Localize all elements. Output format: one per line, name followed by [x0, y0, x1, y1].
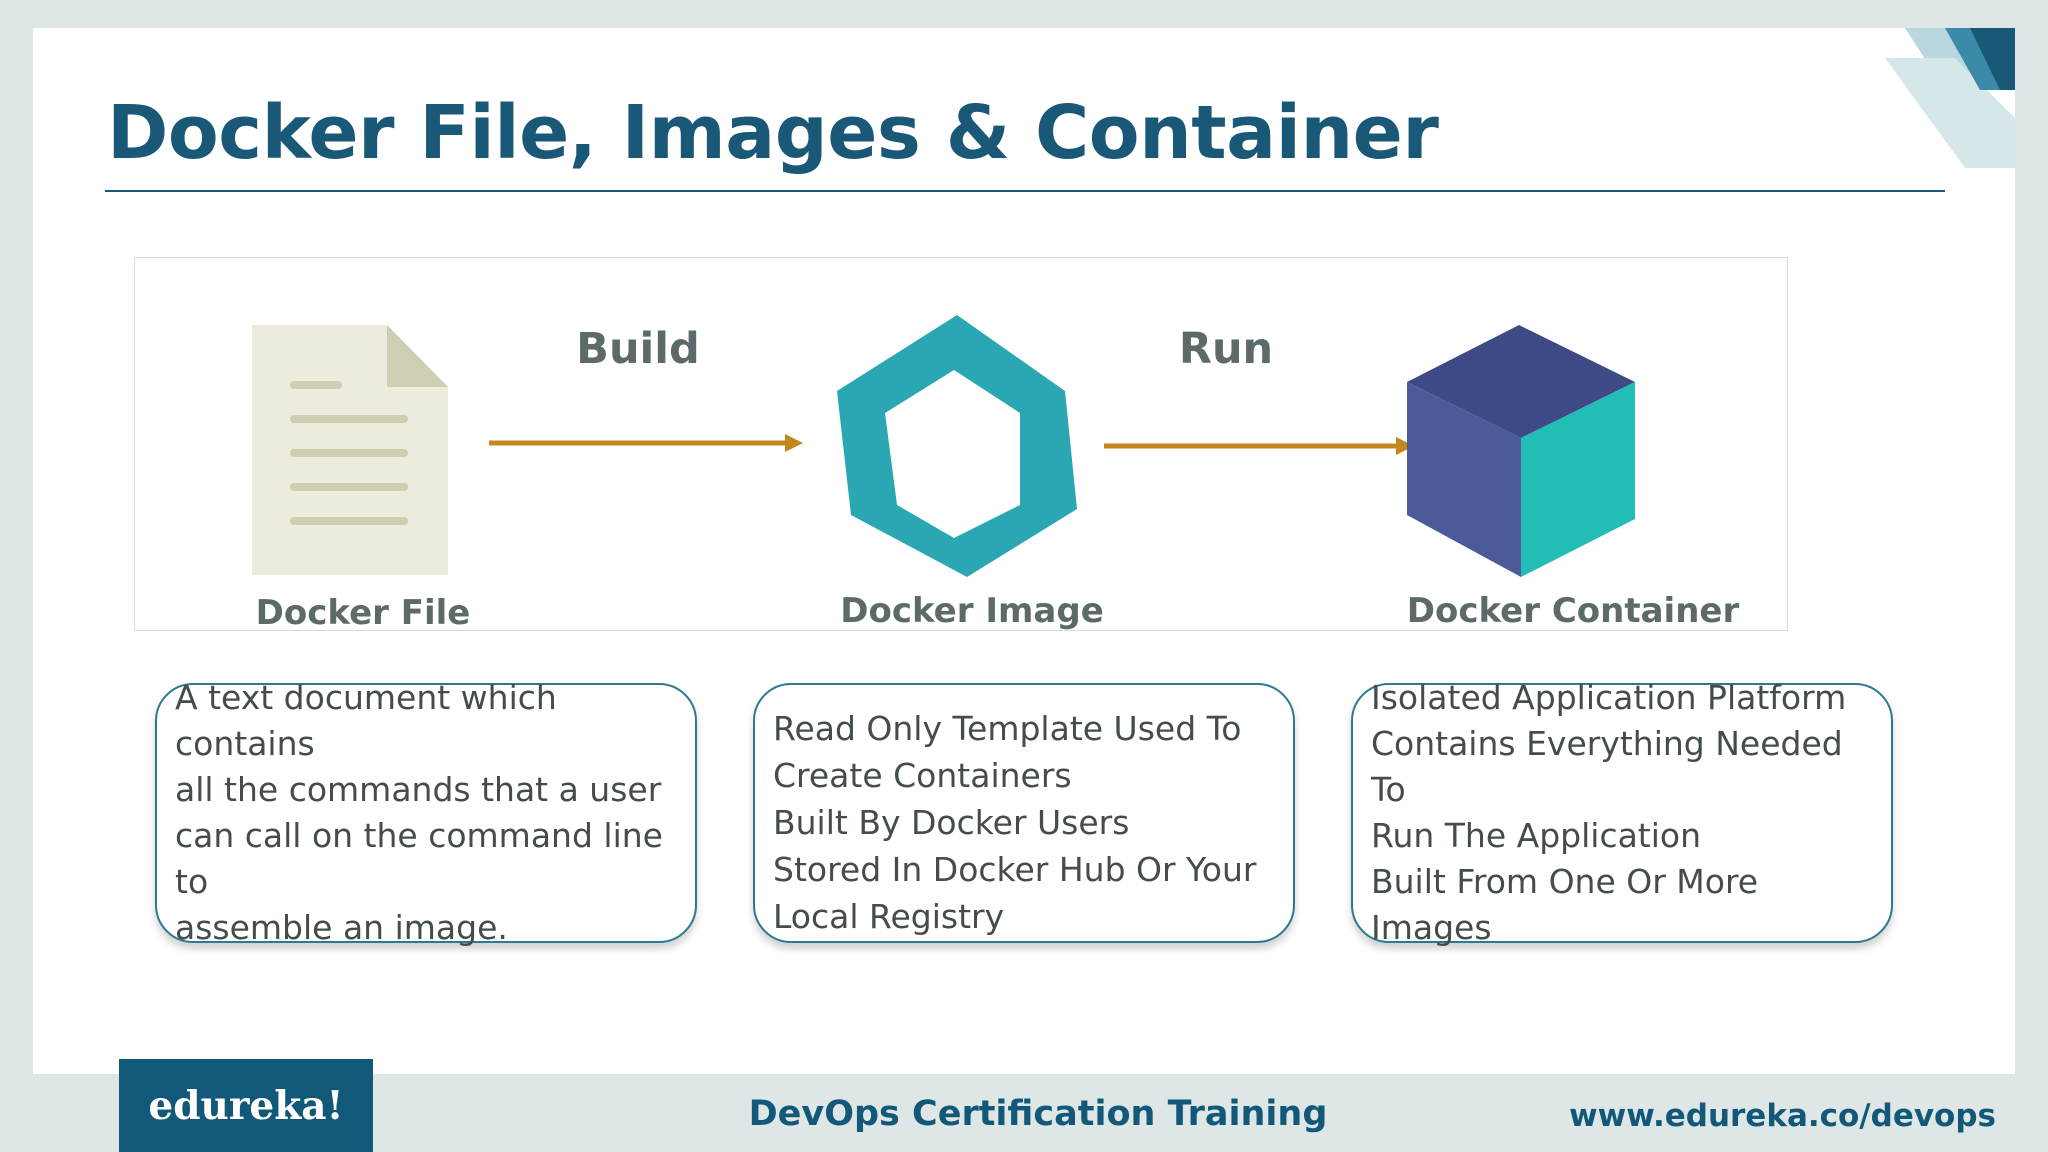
edureka-logo: edureka!	[119, 1059, 373, 1152]
description-line: Run The Application	[1371, 816, 1702, 855]
description-line: Built By Docker Users	[773, 803, 1130, 842]
description-line: Read Only Template Used To	[773, 709, 1242, 748]
description-line: A text document which contains	[175, 678, 557, 763]
description-line: Create Containers	[773, 756, 1072, 795]
hexagon-icon	[837, 315, 1077, 577]
document-icon	[252, 325, 448, 575]
footer-url-link[interactable]: www.edureka.co/devops	[1569, 1098, 1996, 1134]
docker-image-description: Read Only Template Used To Create Contai…	[753, 683, 1295, 943]
docker-container-label: Docker Container	[1406, 591, 1740, 631]
run-label: Run	[1178, 324, 1274, 374]
description-line: all the commands that a user	[175, 770, 662, 809]
page-title: Docker File, Images & Container	[107, 90, 1439, 176]
docker-container-description: Isolated Application Platform Contains E…	[1351, 678, 1893, 947]
footer-course-title: DevOps Certification Training	[748, 1094, 1328, 1134]
description-line: Isolated Application Platform	[1371, 678, 1847, 717]
description-line: can call on the command line to	[175, 816, 663, 901]
docker-file-description: A text document which contains all the c…	[155, 678, 697, 947]
build-label: Build	[576, 324, 700, 374]
run-arrow	[1104, 437, 1414, 455]
docker-file-label: Docker File	[255, 593, 471, 633]
description-line: Built From One Or More Images	[1371, 862, 1759, 947]
description-line: Local Registry	[773, 897, 1005, 936]
cube-icon	[1407, 325, 1635, 577]
title-divider	[105, 190, 1945, 192]
docker-flow-diagram: Build Run Docker File Docker Image Docke…	[134, 257, 1788, 633]
build-arrow	[489, 434, 803, 452]
description-line: Contains Everything Needed To	[1371, 724, 1843, 809]
description-line: Stored In Docker Hub Or Your	[773, 850, 1257, 889]
corner-decoration	[1885, 28, 2015, 168]
description-line: assemble an image.	[175, 908, 508, 947]
docker-image-label: Docker Image	[840, 591, 1104, 631]
